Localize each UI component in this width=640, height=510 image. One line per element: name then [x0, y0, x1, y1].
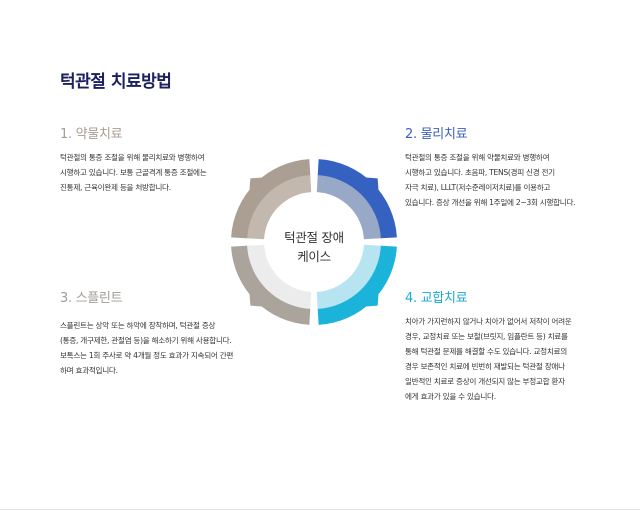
quadrant-splint — [231, 244, 312, 325]
quadrant-medication — [231, 159, 312, 240]
ring-outer-segment — [317, 159, 397, 239]
section-heading: 4. 교합치료 — [405, 291, 468, 306]
treatment-cycle-diagram — [231, 159, 397, 325]
center-label: 턱관절 장애 케이스 — [284, 230, 344, 264]
section-heading: 1. 약물치료 — [60, 127, 123, 142]
section-medication: 1. 약물치료 턱관절의 통증 조절을 위해 물리치료와 병행하여 시행하고 있… — [60, 123, 207, 195]
section-physical-therapy: 2. 물리치료 턱관절의 통증 조절을 위해 약물치료와 병행하여 시행하고 있… — [405, 123, 576, 210]
section-body: 턱관절의 통증 조절을 위해 약물치료와 병행하여 시행하고 있습니다. 초음파… — [405, 153, 576, 207]
quadrant-occlusal-therapy — [316, 244, 397, 325]
section-body: 스플린트는 상악 또는 하악에 장착하며, 턱관절 증상 (통증, 개구제한, … — [60, 321, 234, 375]
section-body: 턱관절의 통증 조절을 위해 물리치료와 병행하여 시행하고 있습니다. 보통 … — [60, 153, 207, 192]
section-heading: 3. 스플린트 — [60, 291, 123, 306]
section-body: 치아가 가지런하지 않거나 치아가 없어서 저작이 어려운 경우, 교정치료 또… — [405, 317, 572, 401]
section-heading: 2. 물리치료 — [405, 127, 468, 142]
quadrant-physical-therapy — [316, 159, 397, 240]
ring-outer-segment — [231, 245, 311, 325]
section-occlusal-therapy: 4. 교합치료 치아가 가지런하지 않거나 치아가 없어서 저작이 어려운 경우… — [405, 287, 572, 404]
ring-inner-segment — [316, 175, 381, 240]
section-splint: 3. 스플린트 스플린트는 상악 또는 하악에 장착하며, 턱관절 증상 (통증… — [60, 287, 233, 378]
arrowhead-icon — [360, 288, 379, 307]
ring-inner-segment — [247, 175, 312, 240]
ring-outer-segment — [231, 159, 311, 239]
ring-inner-segment — [247, 244, 312, 309]
ring-inner-segment — [316, 244, 381, 309]
ring-outer-segment — [317, 245, 397, 325]
page-title: 턱관절 치료방법 — [60, 72, 172, 92]
